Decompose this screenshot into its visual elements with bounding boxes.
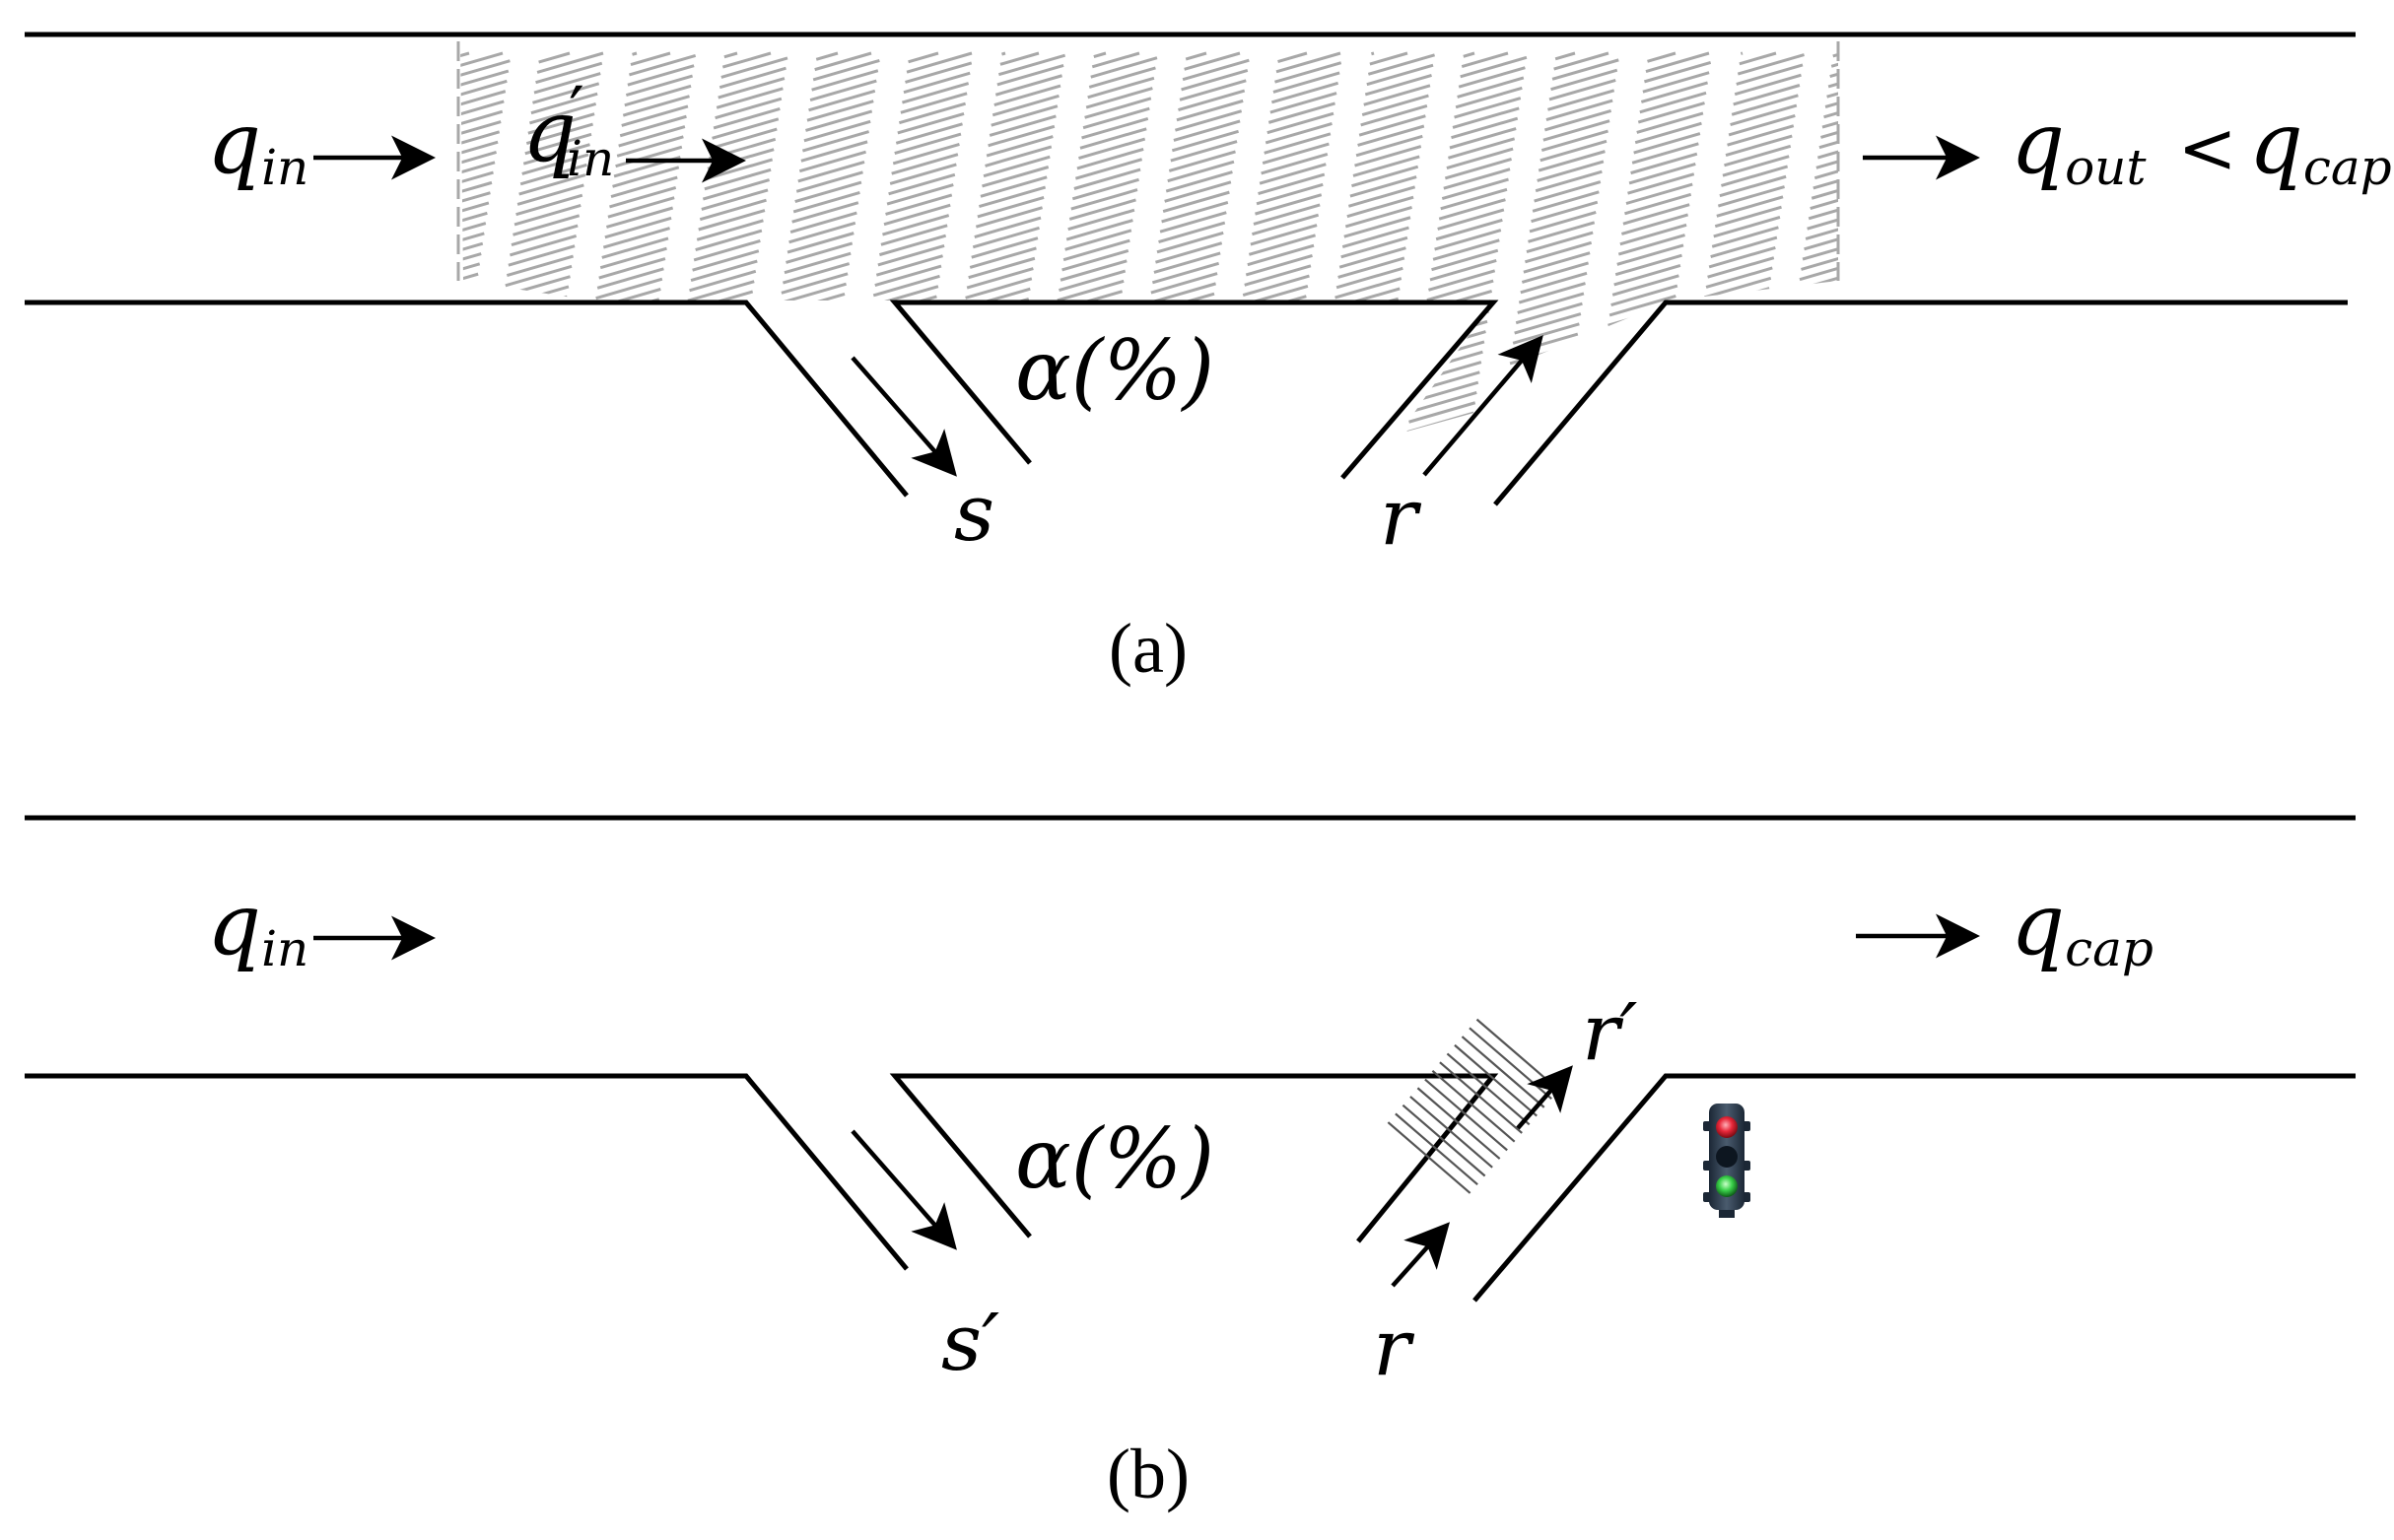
- onramp-outer-edge: [1493, 300, 2348, 506]
- congestion-hatch-line: [0, 53, 402, 453]
- caption-b: (b): [1107, 1435, 1190, 1513]
- congestion-hatch-line: [529, 51, 1838, 434]
- congestion-hatch-line: [460, 51, 1811, 434]
- congestion-hatch-line: [460, 51, 839, 434]
- queue-stripe: [1409, 1096, 1493, 1169]
- congestion-hatch-line: [460, 51, 571, 434]
- onramp-flow-arrow: [1422, 335, 1543, 477]
- queue-stripe: [1416, 1087, 1501, 1160]
- offramp-inner-and-onramp-inner-edge: [889, 1073, 1499, 1243]
- congestion-hatch-line: [460, 51, 939, 434]
- onramp-label: r: [1380, 471, 1422, 563]
- outflow-label: qout<qcap: [2011, 95, 2392, 196]
- congestion-hatch-line: [460, 51, 1408, 434]
- congestion-hatch-line: [460, 51, 1609, 434]
- congestion-hatch-line: [1367, 51, 1838, 434]
- panel-b: qin qcap α(%) s′ r r′ (b): [25, 815, 2356, 1513]
- congestion-hatch-line: [2373, 53, 2394, 453]
- congestion-hatch-line: [898, 51, 1838, 434]
- inflow-label: qin: [207, 95, 308, 196]
- split-ratio-label: α(%): [1015, 1110, 1214, 1207]
- onramp-flow-arrow: [1391, 1222, 1451, 1288]
- onramp-queue: [1387, 1018, 1560, 1194]
- congestion-hatch-line: [730, 51, 1838, 434]
- split-ratio-label: α(%): [1015, 322, 1214, 419]
- congestion-hatch-line: [460, 51, 1174, 434]
- inflow-label: qin: [207, 876, 308, 977]
- offramp-flow-arrow: [851, 356, 957, 477]
- congestion-hatch-line: [460, 51, 1442, 434]
- congestion-hatch-line: [460, 51, 805, 434]
- congestion-hatch-line: [460, 51, 1643, 434]
- congestion-hatch-line: [1904, 53, 2394, 453]
- queue-stripe: [1454, 1043, 1538, 1117]
- congestion-hatch-line: [460, 51, 1073, 434]
- queue-stripe: [1387, 1121, 1471, 1194]
- metered-onramp-flow-arrow: [1516, 1065, 1573, 1130]
- queue-stripe: [1402, 1104, 1486, 1177]
- congestion-hatch-line: [797, 51, 1838, 434]
- traffic-light-icon: [1703, 1104, 1750, 1218]
- congestion-hatch-line: [2306, 53, 2394, 453]
- offramp-flow-arrow: [851, 1129, 957, 1250]
- metered-onramp-label: r′: [1582, 986, 1637, 1078]
- congestion-hatch-line: [460, 51, 1542, 434]
- congestion-hatch-line: [596, 51, 1838, 434]
- offramp-label: s′: [941, 1297, 999, 1388]
- congestion-hatch-line: [460, 51, 772, 434]
- congestion-hatch-line: [460, 51, 1207, 434]
- congestion-hatch-line: [1938, 53, 2394, 453]
- queue-stripe: [1431, 1070, 1516, 1143]
- congestion-hatch-line: [2340, 53, 2394, 453]
- congestion-hatch-line: [1836, 51, 1838, 434]
- onramp-label: r: [1373, 1302, 1415, 1393]
- queue-stripe: [1446, 1052, 1531, 1126]
- congestion-hatch-line: [460, 51, 906, 434]
- congestion-hatch-line: [1233, 51, 1838, 434]
- congestion-hatch-line: [460, 51, 705, 434]
- congestion-hatch-line: [460, 51, 1274, 434]
- congestion-hatch-line: [1803, 51, 1838, 434]
- congestion-hatch-line: [460, 51, 1375, 434]
- offramp-outer-edge: [25, 300, 909, 498]
- congestion-hatch-line: [460, 51, 1241, 434]
- congestion-hatch-line: [1871, 53, 2394, 453]
- queue-stripe: [1439, 1061, 1523, 1134]
- congestion-hatch-line: [697, 51, 1838, 434]
- queue-stripe: [1424, 1078, 1508, 1152]
- congestion-hatch-line: [460, 51, 1475, 434]
- congestion-hatch-line: [0, 53, 335, 453]
- congestion-hatch-line: [460, 51, 537, 434]
- panel-a: qin q′in qout<qcap α(%) s r (a): [0, 32, 2394, 688]
- offramp-label: s: [954, 467, 994, 559]
- congestion-hatch-line: [460, 51, 1040, 434]
- offramp-inner-and-onramp-inner-edge: [889, 300, 1499, 480]
- congestion-hatch-line: [460, 51, 1140, 434]
- outflow-label: qcap: [2011, 876, 2154, 977]
- onramp-outer-edge: [1472, 1073, 2356, 1303]
- reduced-inflow-label: q′in: [522, 72, 614, 187]
- congestion-hatch-line: [0, 53, 369, 453]
- congestion-hatch-line: [460, 51, 973, 434]
- congestion-hatch-line: [460, 51, 1341, 434]
- queue-stripe: [1395, 1112, 1478, 1186]
- congestion-hatch-line: [460, 51, 1509, 434]
- congestion-hatch-line: [460, 51, 1308, 434]
- congestion-hatch-line: [460, 51, 1710, 434]
- congestion-hatch-line: [460, 51, 1676, 434]
- congestion-hatch-line: [563, 51, 1838, 434]
- congestion-hatch-line: [1065, 51, 1838, 434]
- caption-a: (a): [1109, 609, 1188, 688]
- offramp-outer-edge: [25, 1073, 909, 1271]
- congestion-hatch-line: [460, 51, 872, 434]
- congestion-hatch-line: [460, 51, 1576, 434]
- congestion-hatch-line: [460, 51, 1006, 434]
- congestion-hatch-line: [630, 51, 1838, 434]
